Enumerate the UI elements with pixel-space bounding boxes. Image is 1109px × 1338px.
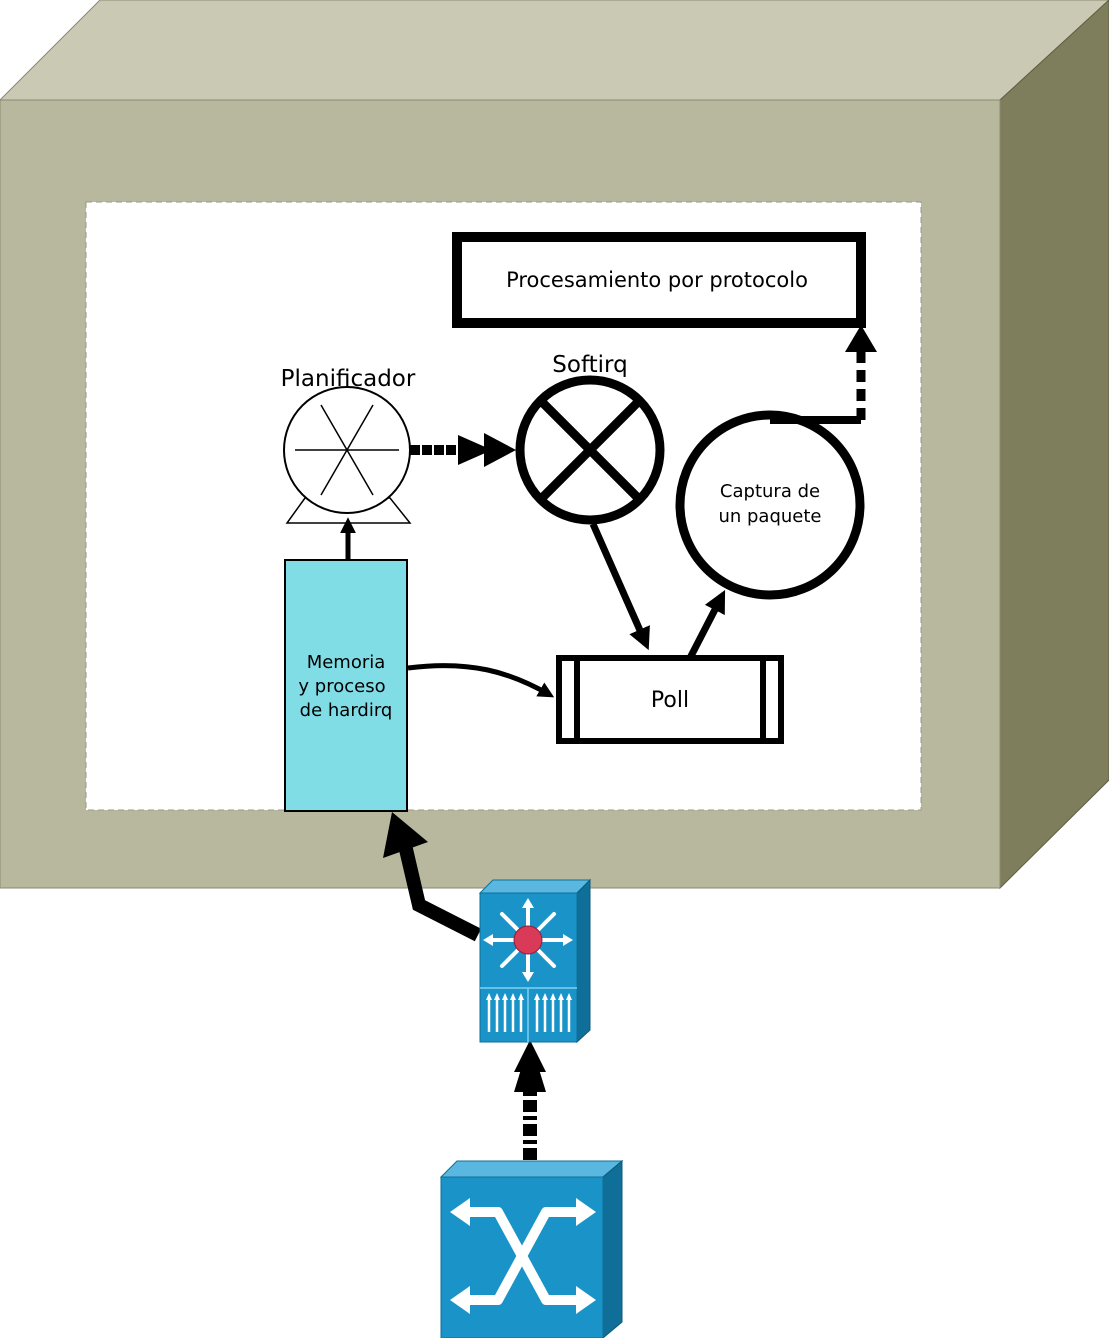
packet-capture: Captura de un paquete <box>675 410 865 600</box>
protocol-processing-label: Procesamiento por protocolo <box>506 268 808 292</box>
atm-switch-icon[interactable] <box>439 1159 624 1338</box>
softirq-label: Softirq <box>552 352 627 378</box>
packet-capture-label-line2: un paquete <box>718 506 821 527</box>
host-box-top <box>0 0 1109 101</box>
poll-label: Poll <box>651 688 689 713</box>
layer3-switch-core-icon <box>513 925 543 955</box>
hardirq-memory-block: Memoria y proceso de hardirq <box>284 559 408 812</box>
layer3-switch-icon[interactable] <box>478 878 592 1044</box>
hardirq-label-line1: Memoria <box>307 652 386 673</box>
hardirq-to-poll-arrow <box>407 663 555 698</box>
softirq: Softirq <box>515 352 665 525</box>
scheduler-to-softirq-arrow <box>410 433 516 467</box>
packet-capture-label-line1: Captura de <box>720 481 820 502</box>
protocol-processing-box: Procesamiento por protocolo <box>452 232 866 328</box>
connectors <box>339 325 877 1160</box>
hardirq-label-line2: y proceso <box>298 676 385 697</box>
atm-to-layer3-arrow <box>514 1040 546 1160</box>
host-box-side <box>999 0 1109 890</box>
switch-to-hardirq-arrow <box>383 812 482 942</box>
softirq-to-poll-arrow <box>589 522 650 651</box>
poll-to-capture-arrow <box>686 590 726 660</box>
hardirq-label-line3: de hardirq <box>300 700 393 721</box>
packet-capture-circle <box>675 410 865 600</box>
poll-box: Poll <box>556 655 784 744</box>
